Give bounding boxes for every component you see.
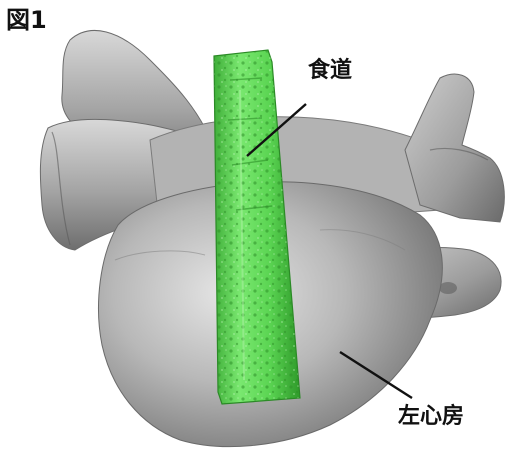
esophagus-label: 食道: [308, 58, 352, 84]
figure-label: 図1: [6, 6, 47, 34]
left-atrium-label: 左心房: [398, 404, 464, 430]
right-upper-vessel: [405, 74, 504, 222]
